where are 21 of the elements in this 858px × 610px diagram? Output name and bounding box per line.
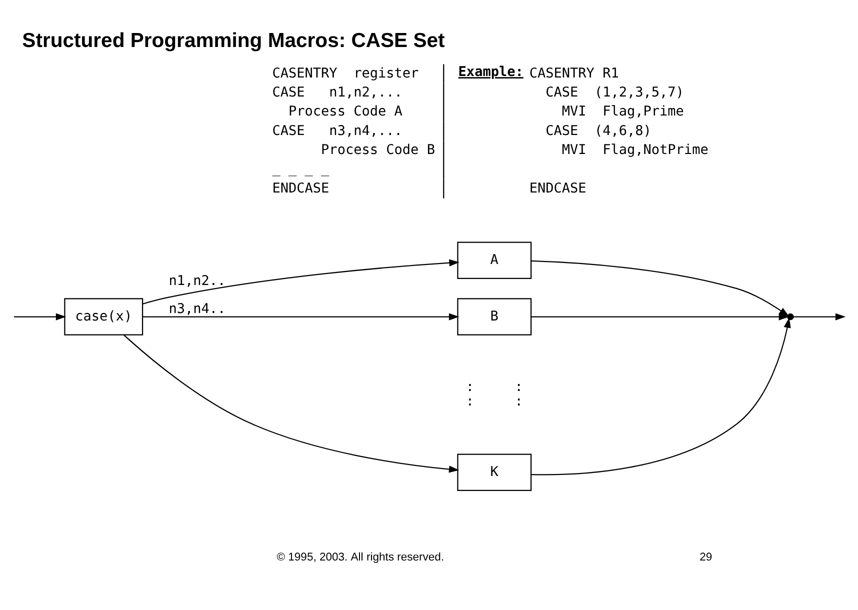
label: Example: bbox=[458, 64, 524, 80]
label: CASE n1,n2,... bbox=[272, 84, 402, 100]
label: CASE n3,n4,... bbox=[272, 122, 402, 138]
label: _ _ _ _ bbox=[272, 160, 330, 177]
label: : : bbox=[466, 392, 523, 409]
label: CASE (4,6,8) bbox=[546, 122, 652, 138]
label: CASENTRY register bbox=[272, 64, 419, 81]
diagram-title: Structured Programming Macros: CASE Set bbox=[22, 30, 445, 52]
edge-label: n3,n4.. bbox=[168, 300, 226, 316]
label: Process Code B bbox=[321, 141, 435, 158]
label: Process Code A bbox=[288, 103, 402, 120]
label: CASENTRY R1 bbox=[529, 64, 619, 81]
label: © 1995, 2003. All rights reserved. bbox=[276, 550, 444, 563]
label: ENDCASE bbox=[529, 180, 586, 196]
label: ENDCASE bbox=[272, 180, 330, 196]
label: MVI Flag,NotPrime bbox=[562, 141, 708, 158]
label: : : bbox=[466, 378, 523, 394]
label: MVI Flag,Prime bbox=[562, 103, 684, 120]
label: CASE (1,2,3,5,7) bbox=[546, 84, 684, 100]
edge-label: n1,n2.. bbox=[168, 272, 226, 288]
label: 29 bbox=[700, 550, 712, 563]
